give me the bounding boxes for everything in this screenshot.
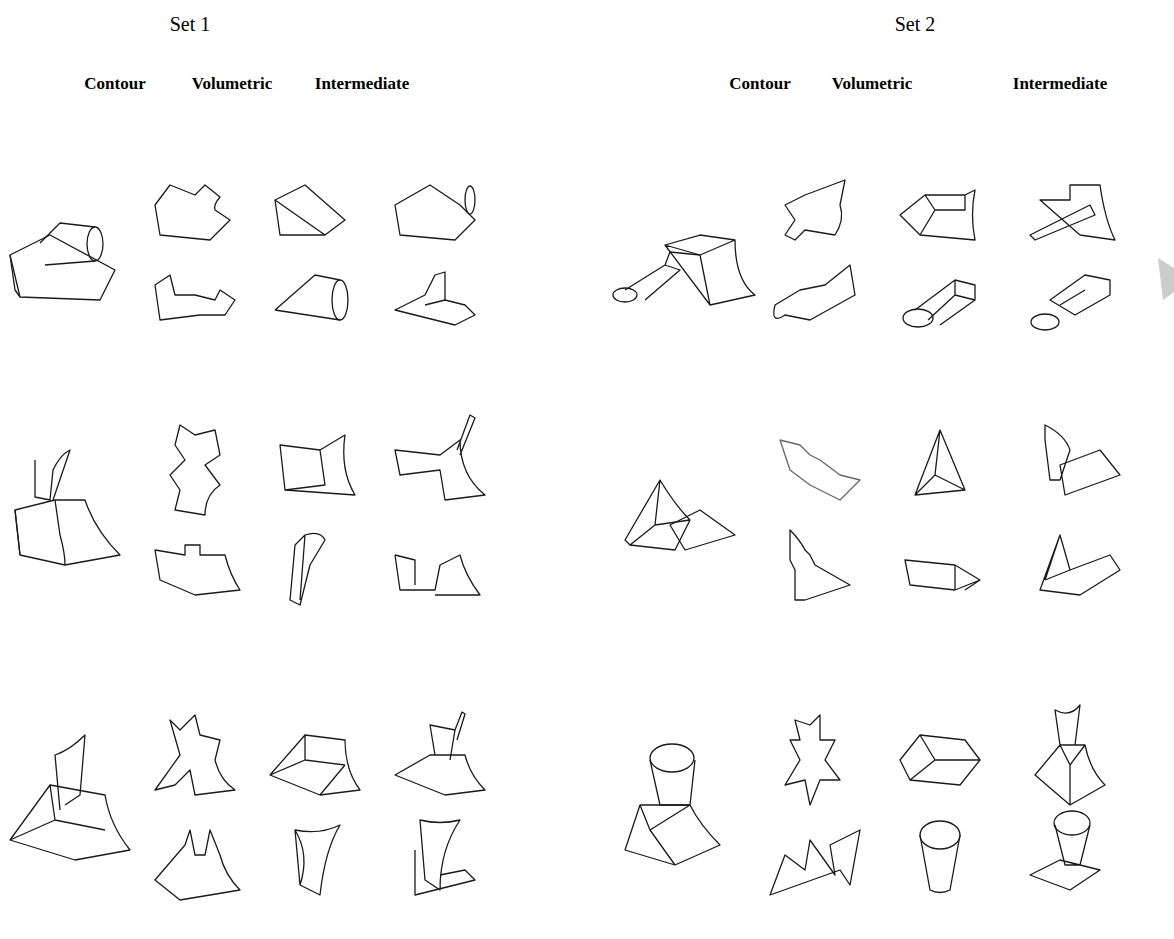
intermediate-shape — [1040, 535, 1120, 595]
intermediate-shape — [395, 415, 485, 500]
composite-object — [625, 480, 735, 550]
volumetric-shape — [275, 185, 345, 235]
volumetric-shape — [270, 735, 360, 795]
contour-shape — [790, 530, 850, 600]
page-marker — [1158, 258, 1174, 300]
column-heading: Contour — [729, 74, 790, 94]
column-heading: Contour — [84, 74, 145, 94]
volumetric-shape — [905, 560, 980, 590]
column-heading: Volumetric — [832, 74, 913, 94]
contour-shape — [770, 830, 860, 895]
intermediate-shape — [1045, 425, 1120, 495]
contour-shape — [155, 715, 235, 795]
contour-shape — [774, 265, 855, 320]
contour-shape — [785, 180, 845, 240]
composite-object — [15, 450, 120, 565]
intermediate-shape — [395, 712, 485, 795]
composite-object — [613, 235, 755, 305]
intermediate-shape — [1031, 275, 1110, 330]
intermediate-shape — [395, 185, 475, 240]
volumetric-shape — [275, 275, 348, 320]
volumetric-shape — [903, 280, 975, 327]
column-heading: Intermediate — [315, 74, 409, 94]
column-heading: Volumetric — [192, 74, 273, 94]
contour-shape — [785, 715, 840, 805]
volumetric-shape — [290, 533, 325, 605]
contour-shape — [155, 275, 235, 320]
volumetric-shape — [900, 190, 975, 240]
set-title: Set 1 — [170, 13, 211, 36]
intermediate-shape — [395, 272, 475, 325]
intermediate-shape — [1035, 705, 1105, 805]
composite-object — [10, 735, 130, 860]
column-heading: Intermediate — [1013, 74, 1107, 94]
volumetric-shape — [900, 735, 980, 785]
contour-shape — [155, 830, 240, 900]
intermediate-shape — [1030, 811, 1100, 890]
intermediate-shape — [415, 820, 475, 895]
contour-shape — [780, 440, 860, 500]
contour-shape — [155, 185, 230, 240]
intermediate-shape — [395, 555, 480, 595]
intermediate-shape — [1030, 185, 1115, 240]
composite-object — [10, 223, 115, 300]
contour-shape — [155, 545, 240, 595]
volumetric-shape — [295, 825, 340, 895]
contour-shape — [170, 425, 220, 515]
set-title: Set 2 — [895, 13, 936, 36]
volumetric-shape — [920, 821, 960, 893]
volumetric-shape — [915, 430, 965, 495]
composite-object — [625, 744, 720, 865]
volumetric-shape — [280, 435, 355, 495]
